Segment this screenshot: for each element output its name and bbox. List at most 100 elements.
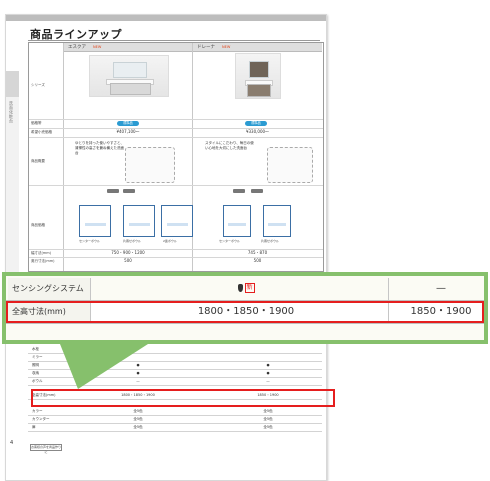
table-divider (192, 43, 193, 271)
row-rule (29, 119, 323, 120)
unit-center-bowl-b (223, 205, 251, 237)
unit-side-bowl-b (263, 205, 291, 237)
row-label-units: 商品価格 (31, 223, 45, 227)
illustration-esqua (125, 147, 175, 183)
product-photo-drena (235, 53, 281, 99)
new-mark: 新 (244, 283, 255, 293)
row-label-depth: 奥行寸法(mm) (31, 259, 55, 263)
page-title: 商品ラインアップ (30, 28, 122, 41)
row-label: カラー (32, 409, 43, 413)
row-value: 全5色 (133, 409, 143, 413)
width-drena: 745・870 (247, 250, 268, 255)
column-name: ドレーナ (197, 45, 215, 50)
range-pill: 標準品 (245, 121, 267, 126)
zoom-row-label: 全高寸法(mm) (8, 301, 91, 323)
row-label: ミラー (32, 355, 43, 359)
depth-drena: 500 (253, 258, 262, 263)
cabinet-shape (109, 83, 151, 96)
table-row: ミラー (28, 354, 322, 362)
row-label-concept: 商品概要 (31, 159, 45, 163)
zoom-row-value: 新 (116, 278, 376, 300)
description-drena: スタイルにこだわり、毎日の使い心地を大切にした洗面台 (205, 141, 254, 150)
column-header-drena: ドレーナ NEW (193, 43, 322, 52)
mirror-shape (113, 62, 147, 78)
zoom-divider (388, 278, 389, 300)
unit-label: センターボウル (219, 239, 241, 243)
zoom-row-sensing: センシングシステム 新 — (6, 278, 484, 301)
table-row: 扉 全5色 全5色 (28, 424, 322, 432)
zoom-row-value: 1850・1900 (410, 306, 472, 317)
side-label: 洗面化粧台 (9, 101, 14, 124)
zoom-row-partial (6, 324, 484, 340)
bowl-shape (227, 222, 247, 226)
zoom-row-label: センシングシステム (8, 278, 91, 300)
row-rule (29, 249, 323, 250)
table-row: 水栓 (28, 346, 322, 354)
unit-label: センターボウル (79, 239, 101, 243)
row-label-width: 幅寸法(mm) (31, 251, 52, 255)
row-value: 全5色 (263, 425, 273, 429)
page-top-bar (6, 15, 326, 21)
new-badge: NEW (222, 45, 231, 49)
bowl-shape (128, 222, 150, 226)
width-esqua: 750・900・1200 (111, 250, 145, 255)
mirror-shape (249, 60, 269, 78)
bowl-shape (84, 222, 106, 226)
table-row: カウンター全5色全5色 (28, 416, 322, 424)
title-rule (28, 40, 320, 41)
row-label: 全高寸法(mm) (32, 393, 56, 397)
row-label: 収納 (32, 371, 39, 375)
row-label-range: 価格帯 (31, 121, 42, 125)
range-pill: 標準品 (117, 121, 139, 126)
row-value: — (266, 379, 270, 383)
size-tag (123, 189, 135, 193)
row-rule (29, 137, 323, 138)
row-value: 全5色 (133, 417, 143, 421)
row-label: カウンター (32, 417, 50, 421)
row-label: 水栓 (32, 347, 39, 351)
zoom-callout-pointer (60, 344, 148, 389)
footer-tag: お客様の声を商品作りに (30, 444, 62, 454)
row-label: 扉 (32, 425, 36, 429)
size-tag (233, 189, 245, 193)
table-divider (63, 43, 64, 271)
row-rule (29, 185, 323, 186)
price-esqua: ¥407,100〜 (116, 129, 140, 134)
illustration-drena (267, 147, 313, 183)
bowl-shape (267, 222, 287, 226)
unit-label: 片寄せボウル (261, 239, 280, 243)
sidebar-tab (6, 71, 19, 97)
depth-esqua: 500 (124, 258, 132, 263)
column-header-esqua: エスクア NEW (64, 43, 192, 52)
row-label-price: 希望小売価格 (31, 130, 52, 134)
row-rule (29, 128, 323, 129)
row-value: 全5色 (133, 425, 143, 429)
row-rule (29, 257, 323, 258)
row-label: ボウル (32, 379, 43, 383)
bowl-shape (166, 222, 188, 226)
drop-icon (237, 284, 243, 292)
column-name: エスクア (68, 45, 86, 50)
zoom-row-value: — (436, 283, 446, 294)
row-value: 1800・1850・1900 (121, 393, 155, 397)
highlight-box (31, 389, 335, 407)
product-photo-esqua (89, 55, 169, 97)
unit-label: 片寄せボウル (123, 239, 142, 243)
description-esqua: ゆとりを持った使いやすさと、清掃性の高さを兼ね備えた洗面台 (75, 141, 124, 155)
zoom-callout: センシングシステム 新 — 全高寸法(mm) 1800・1850・1900 18… (2, 272, 488, 344)
row-label: 照明 (32, 363, 39, 367)
cabinet-shape (247, 83, 271, 97)
sidebar-strip (6, 71, 19, 331)
row-label-series: シリーズ (31, 83, 45, 87)
row-value: ● (266, 363, 270, 367)
unit-double-bowl (161, 205, 193, 237)
new-badge: NEW (93, 45, 102, 49)
size-tag (107, 189, 119, 193)
table-row: カラー全5色全5色 (28, 408, 322, 416)
unit-center-bowl (79, 205, 111, 237)
unit-label: 2連ボウル (163, 239, 177, 243)
zoom-row-value: 1800・1850・1900 (197, 306, 295, 317)
zoom-row-height: 全高寸法(mm) 1800・1850・1900 1850・1900 (6, 301, 484, 324)
